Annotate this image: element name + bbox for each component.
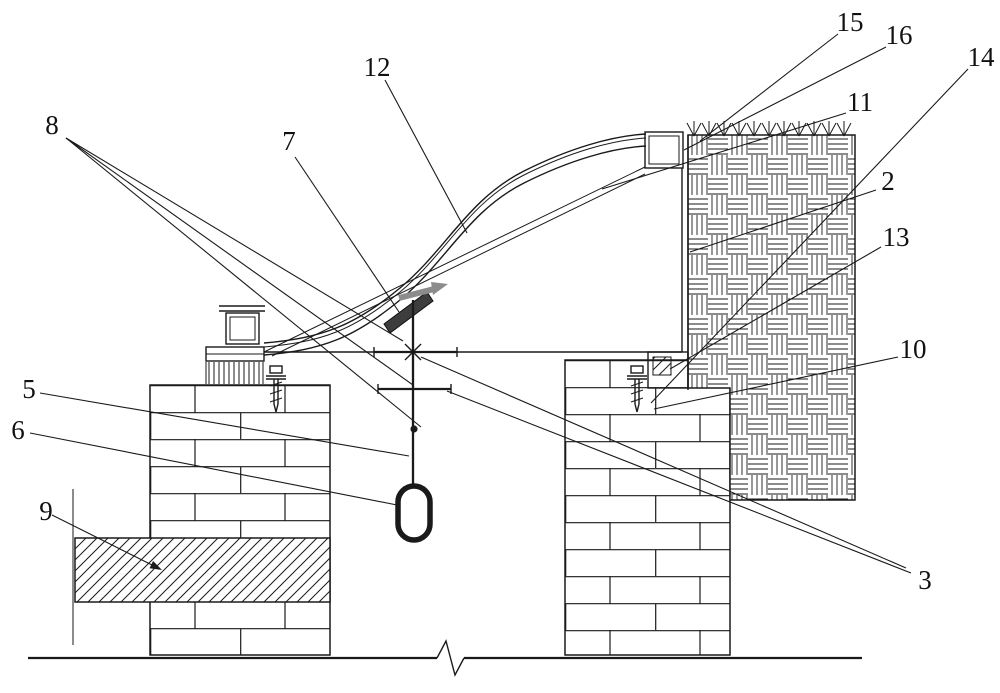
leader-8c: [65, 137, 422, 428]
label-7: 7: [282, 126, 296, 156]
leader-5: [39, 392, 410, 457]
bolt-thread-marks: [269, 381, 283, 403]
soil-region: [687, 134, 856, 501]
label-16: 16: [886, 20, 913, 50]
bolt-washer: [266, 375, 286, 380]
leader-14: [650, 68, 969, 404]
label-5: 5: [22, 374, 36, 404]
leader-8a: [65, 137, 404, 342]
slope-arrow-shaft: [398, 286, 435, 301]
ring-beam-hatch: [75, 538, 330, 602]
left-wall-bricks: [149, 384, 331, 656]
liner-diagonal-b: [271, 173, 646, 357]
upper-crossbar-ticks: [373, 347, 458, 357]
grout-hatch: [205, 362, 264, 384]
leader-2: [689, 189, 877, 253]
bearing-bracket: [647, 351, 689, 389]
ring-beam: [74, 537, 331, 603]
leader-3a: [420, 356, 907, 569]
label-12: 12: [364, 52, 391, 82]
leader-9: [51, 514, 159, 569]
curved-panel-top-skin: [263, 133, 647, 344]
anchor-bolt-right: [627, 365, 647, 413]
label-13: 13: [883, 222, 910, 252]
label-14: 14: [968, 42, 996, 72]
bolt-thread-marks: [630, 381, 644, 403]
grass-marks: [686, 121, 852, 137]
bearing-bracket-pad: [652, 356, 672, 376]
label-9: 9: [39, 496, 53, 526]
leader-15: [699, 33, 839, 142]
right-wall-bricks: [564, 359, 731, 656]
label-3: 3: [918, 565, 932, 595]
leader-16: [683, 46, 887, 151]
anchor-bolt-left: [266, 365, 286, 413]
curved-panel-mid-skin: [263, 137, 647, 348]
corner-tube-outer: [644, 131, 684, 169]
junction-x-mark: [404, 343, 422, 361]
leader-6: [29, 432, 398, 506]
liner-diagonal-a: [263, 166, 646, 353]
right-wall: [564, 359, 731, 656]
corner-tube-inner: [648, 135, 680, 165]
bolt-head: [269, 365, 283, 374]
leader-7: [294, 156, 400, 313]
rod-node-dot: [410, 425, 418, 433]
bolt-washer: [627, 375, 647, 380]
slope-arrow-head: [431, 282, 448, 295]
label-10: 10: [900, 334, 927, 364]
bolt-head: [630, 365, 644, 374]
leader-9-arrowhead: [149, 561, 162, 570]
leader-13: [669, 246, 882, 370]
label-15: 15: [837, 7, 864, 37]
leader-3b: [446, 390, 912, 574]
label-6: 6: [11, 415, 25, 445]
label-8: 8: [45, 110, 59, 140]
leader-11: [601, 112, 847, 190]
leader-10: [653, 356, 899, 410]
cap-flashing-lines: [219, 305, 265, 312]
left-wall: [149, 384, 331, 656]
parapet-tube-inner: [229, 316, 256, 341]
hanger-ring: [395, 483, 433, 543]
clamp-plate: [383, 291, 434, 334]
parapet-tube-outer: [225, 312, 260, 345]
curved-panel-bottom-skin: [263, 145, 647, 356]
label-2: 2: [881, 166, 895, 196]
leader-12: [384, 79, 468, 234]
label-11: 11: [847, 87, 873, 117]
leader-8b: [65, 137, 414, 386]
ground-break-symbol: [436, 639, 465, 677]
